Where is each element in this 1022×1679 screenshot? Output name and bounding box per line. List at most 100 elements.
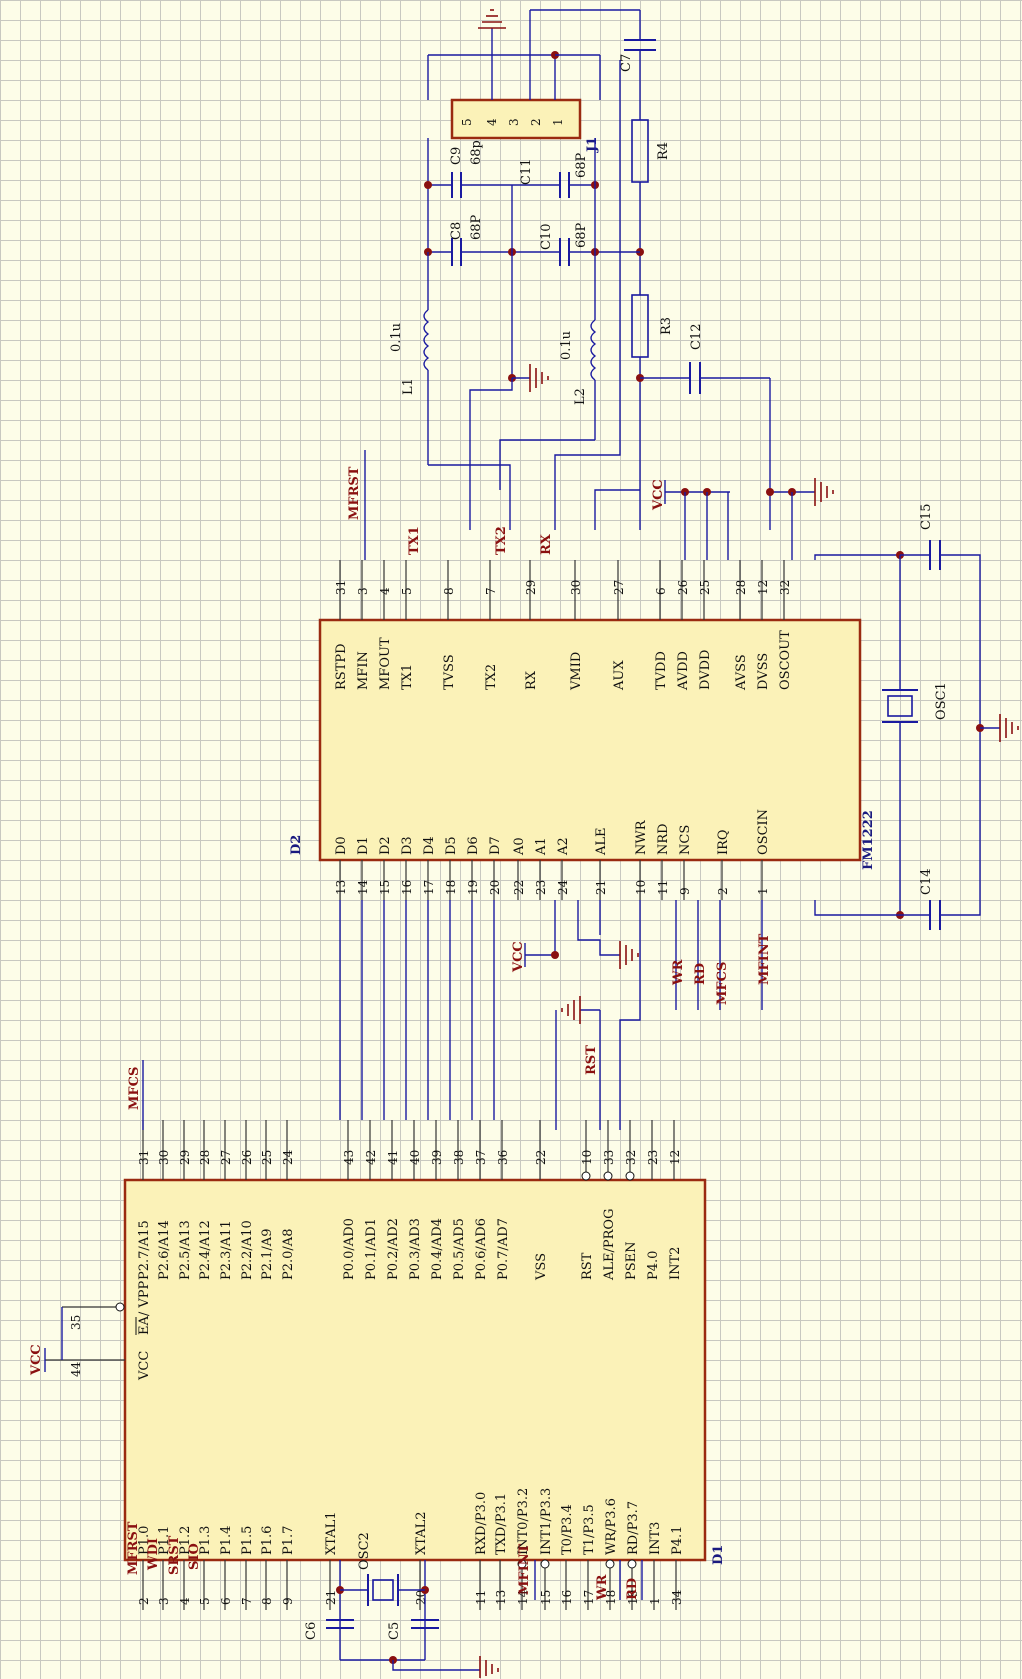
- d1-pin-xtal1-label: XTAL1: [324, 1511, 339, 1555]
- mfcs-net-label-mid: MFCS: [715, 962, 730, 1005]
- d1-pin-p2-0-a8-label: P2.0/A8: [281, 1229, 296, 1280]
- wdi-net-label: WDI: [146, 1538, 161, 1571]
- d1-pin-p0-1-ad1-number: 42: [364, 1150, 378, 1165]
- d1-pin-p1-7-number: 9: [281, 1597, 295, 1605]
- d2-pin-d3-number: 16: [400, 880, 414, 895]
- c8-value: 68P: [469, 214, 484, 240]
- d1-pin-int2-number: 12: [668, 1150, 682, 1165]
- wr-net-label-mid: WR: [671, 959, 686, 986]
- d2-pin-d4-number: 17: [422, 880, 436, 895]
- d2-pin-oscin-label: OSCIN: [756, 809, 771, 855]
- d1-pin-t1-p3-5-number: 17: [582, 1590, 596, 1605]
- d1-pin-ale-prog-bubble: [603, 1171, 613, 1181]
- d1-ea-inverter-bubble: [115, 1302, 125, 1312]
- j1-connector-body: [450, 98, 582, 140]
- d2-pin-tvss-label: TVSS: [442, 654, 457, 690]
- c15-c14-gnd-loop: [940, 554, 981, 916]
- d2-pin-mfout-number: 4: [378, 587, 392, 595]
- r4-label: R4: [656, 142, 671, 160]
- d1-pin-p2-5-a13-number: 29: [178, 1150, 192, 1165]
- d1-pin-int1-p3-3-label: INT1/P3.3: [539, 1488, 554, 1555]
- d1-pin-p2-5-a13-label: P2.5/A13: [178, 1220, 193, 1280]
- d1-pin-p2-1-a9-number: 25: [260, 1150, 274, 1165]
- d1-pin-rst-bubble: [581, 1171, 591, 1181]
- c11-value: 68P: [574, 152, 589, 178]
- d2-pin-nwr-label: NWR: [634, 819, 649, 855]
- d1-pin-wr-p3-6-label: WR/P3.6: [604, 1498, 619, 1555]
- d1-pin-p0-4-ad4-label: P0.4/AD4: [430, 1218, 445, 1280]
- osc2-gnd-wire: [392, 1660, 480, 1671]
- l2-inductor: [590, 319, 597, 381]
- d1-pin-p2-3-a11-label: P2.3/A11: [219, 1220, 234, 1280]
- c8-label: C8: [449, 222, 464, 240]
- d2-pin-ncs-number: 9: [678, 887, 692, 895]
- d1-pin-p2-2-a10-label: P2.2/A10: [240, 1220, 255, 1280]
- d1-pin-p1-5-number: 7: [240, 1597, 254, 1605]
- j1-pin-1-number: 1: [551, 118, 565, 126]
- d1-pin-p2-6-a14-label: P2.6/A14: [157, 1220, 172, 1280]
- d1-pin-p1-1-label: P1.1: [157, 1526, 172, 1555]
- j1-pin-5-number: 5: [460, 118, 474, 126]
- j1-pin-3-number: 3: [507, 118, 521, 126]
- mfrst-net-label-left: MFRST: [126, 1521, 141, 1575]
- d2-pin-tvdd-label: TVDD: [654, 651, 669, 690]
- d1-pin-rst-label: RST: [580, 1252, 595, 1280]
- d1-pin-p1-6-number: 8: [260, 1597, 274, 1605]
- d1-pin-p0-3-ad3-number: 40: [408, 1150, 422, 1165]
- d1-pin-p4-0-label: P4.0: [646, 1251, 661, 1280]
- d1-pin-psen-bubble: [625, 1171, 635, 1181]
- d2-pin-avss-number: 28: [734, 580, 748, 595]
- vcc-net-label-mid: VCC: [511, 941, 526, 973]
- d2-pin-avdd-number: 26: [676, 580, 690, 595]
- sio-net-label: SIO: [187, 1543, 202, 1570]
- d1-pin-wr-p3-6-number: 18: [604, 1590, 618, 1605]
- c9-value: 68p: [469, 140, 484, 165]
- d2-pin-d1-number: 14: [356, 879, 370, 895]
- d1-right-pins: 31P2.7/A1530P2.6/A1429P2.5/A1328P2.4/A12…: [137, 1120, 683, 1281]
- ground-symbol-caps: [529, 364, 549, 392]
- d1-pin-p1-7-label: P1.7: [281, 1526, 296, 1555]
- c10-label: C10: [539, 224, 554, 251]
- d2-pin-tx2-number: 7: [484, 587, 498, 595]
- d2-pin-d0-number: 13: [334, 880, 348, 895]
- c5-label: C5: [387, 1622, 402, 1640]
- osc2-label: OSC2: [357, 1532, 372, 1570]
- d2-pin-avss-label: AVSS: [734, 654, 749, 691]
- d1-pin-rst-number: 10: [580, 1150, 594, 1165]
- d2-pin-tx1-number: 5: [400, 587, 414, 595]
- d1-pin-p2-7-a15-number: 31: [137, 1150, 151, 1165]
- d1-pin-ale-prog-number: 33: [602, 1150, 616, 1165]
- d2-pin-nwr-number: 10: [634, 880, 648, 895]
- oscin-wire: [814, 900, 900, 916]
- d2-pin-tx1-label: TX1: [400, 664, 415, 690]
- l1-value: 0.1u: [389, 323, 404, 352]
- d1-pin-wr-p3-6-bubble: [605, 1559, 615, 1569]
- d2-pin-d2-label: D2: [378, 836, 393, 855]
- d1-pin-p2-4-a12-number: 28: [198, 1150, 212, 1165]
- ground-symbol-osc: [999, 714, 1019, 742]
- d2-pin-tx2-label: TX2: [484, 664, 499, 690]
- d1-pin-psen-number: 32: [624, 1150, 638, 1165]
- d2-pin-rx-number: 29: [524, 580, 538, 595]
- d1-pin-rd-p3-7-bubble: [627, 1559, 637, 1569]
- d2-pin-dvss-label: DVSS: [756, 653, 771, 690]
- data-bus-wires: [339, 900, 495, 1120]
- d2-pin-d5-label: D5: [444, 836, 459, 855]
- r3-resistor: [631, 294, 649, 358]
- d2-pin-vmid-number: 30: [569, 580, 583, 595]
- d1-pin-int1-p3-3-bubble: [540, 1559, 550, 1569]
- tx2-net-label: TX2: [494, 526, 509, 555]
- d1-pin-p2-7-a15-label: P2.7/A15: [137, 1220, 152, 1280]
- d1-ref: D1: [711, 1545, 726, 1565]
- d2-pin-a0-number: 22: [512, 880, 526, 895]
- d2-ref: D2: [289, 835, 304, 855]
- d1-pin-44-number: 44: [69, 1361, 83, 1377]
- mfint-net-label-mid: MFINT: [757, 933, 772, 985]
- d2-pin-d7-number: 20: [488, 880, 502, 895]
- tx1-route-wire: [428, 464, 511, 530]
- d1-pin-p0-0-ad0-label: P0.0/AD0: [342, 1218, 357, 1280]
- d2-pin-a0-label: A0: [512, 837, 527, 856]
- d2-pin-oscout-label: OSCOUT: [778, 630, 793, 690]
